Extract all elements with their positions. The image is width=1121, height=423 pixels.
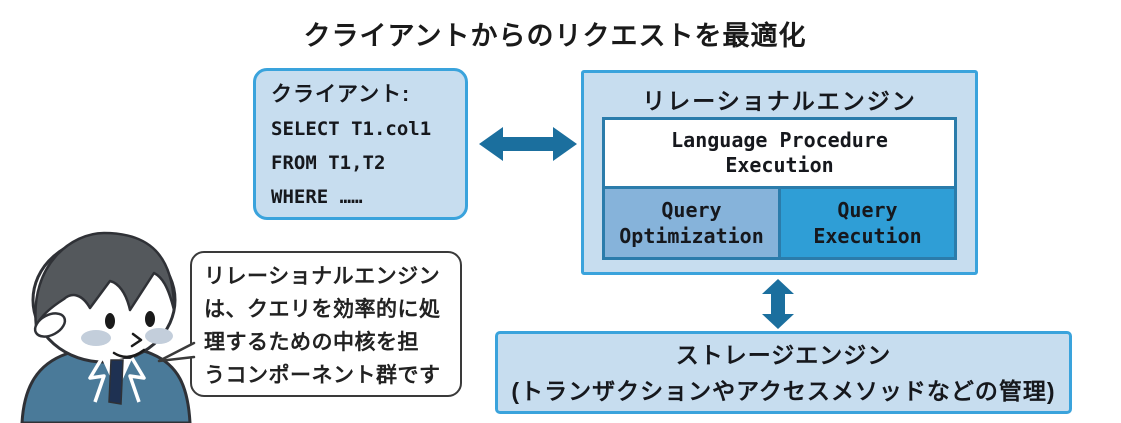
lapel-left — [88, 357, 106, 403]
language-procedure-execution-box: Language Procedure Execution — [605, 120, 954, 186]
query-execution-box: Query Execution — [781, 188, 954, 257]
relational-engine-box: リレーショナルエンジン Language Procedure Execution… — [581, 70, 978, 275]
ear — [33, 312, 67, 338]
eye-left — [105, 313, 115, 329]
engine-components-box: Language Procedure Execution Query Optim… — [602, 117, 957, 260]
speech-bubble-tail — [157, 341, 196, 363]
storage-engine-box: ストレージエンジン (トランザクションやアクセスメソッドなどの管理) — [495, 331, 1072, 414]
engine-storage-bidirectional-arrow-icon — [762, 279, 794, 329]
query-execution-line-2: Execution — [813, 223, 922, 248]
speech-line-2: は、クエリを効率的に処 — [204, 298, 441, 321]
eye-right — [145, 311, 155, 327]
tail-outline — [157, 341, 196, 363]
arrow-shape — [762, 279, 794, 329]
nose — [130, 332, 143, 348]
storage-engine-title: ストレージエンジン — [675, 341, 892, 368]
query-optimization-box: Query Optimization — [605, 188, 781, 257]
query-optimization-line-1: Query — [661, 197, 722, 222]
blush-left — [81, 330, 111, 346]
blush-right — [145, 328, 173, 344]
speech-line-3: 理するための中核を担 — [204, 331, 419, 354]
client-label: クライアント: — [271, 83, 411, 106]
arrow-shape — [479, 127, 577, 161]
lpe-line-2: Execution — [725, 152, 834, 177]
client-box: クライアント: SELECT T1.col1 FROM T1,T2 WHERE … — [253, 68, 468, 220]
relational-engine-title: リレーショナルエンジン — [642, 88, 917, 114]
speech-bubble: リレーショナルエンジン は、クエリを効率的に処 理するための中核を担 うコンポー… — [190, 251, 462, 397]
query-execution-line-1: Query — [837, 197, 898, 222]
sql-select-line: SELECT T1.col1 — [271, 118, 432, 140]
mouth — [112, 348, 146, 359]
client-engine-bidirectional-arrow-icon — [479, 127, 577, 161]
sql-from-line: FROM T1,T2 — [271, 152, 386, 174]
hair — [34, 231, 176, 328]
query-components-row: Query Optimization Query Execution — [605, 185, 954, 257]
sql-where-line: WHERE …… — [271, 186, 363, 208]
office-worker-illustration — [20, 231, 192, 423]
query-optimization-line-2: Optimization — [619, 223, 764, 248]
speech-line-1: リレーショナルエンジン — [204, 265, 441, 288]
lapel-right — [128, 357, 146, 403]
storage-engine-subtitle: (トランザクションやアクセスメソッドなどの管理) — [511, 377, 1056, 404]
diagram-title: クライアントからのリクエストを最適化 — [303, 21, 807, 51]
tie — [108, 359, 124, 405]
speech-line-4: うコンポーネント群です — [204, 364, 441, 387]
lpe-line-1: Language Procedure — [671, 127, 888, 152]
